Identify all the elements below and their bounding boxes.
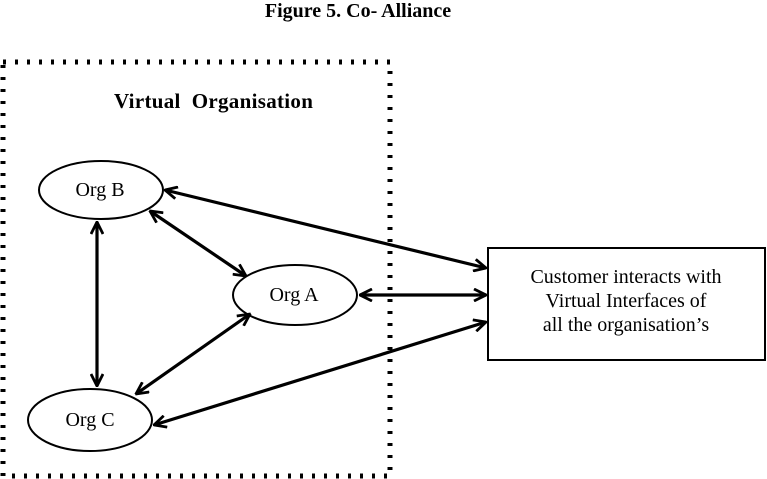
- arrow-orgc-orga: [136, 314, 250, 394]
- customer-box-text: Customer interacts with Virtual Interfac…: [488, 265, 764, 337]
- customer-text-line: Virtual Interfaces of: [545, 290, 707, 312]
- virtual-organisation-label: Virtual Organisation: [114, 89, 314, 113]
- arrow-orgb-orga: [150, 211, 246, 276]
- arrow-orgb-customer: [165, 190, 486, 268]
- org-b-label: Org B: [75, 179, 125, 201]
- figure-title: Figure 5. Co- Alliance: [264, 0, 452, 22]
- org-c-label: Org C: [65, 409, 115, 431]
- org-a-label: Org A: [269, 284, 319, 306]
- virtual-organisation-boundary: [0, 59, 393, 479]
- arrow-orgc-customer: [154, 322, 486, 425]
- customer-text-line: all the organisation’s: [542, 314, 710, 336]
- customer-box: [487, 247, 766, 361]
- customer-text-line: Customer interacts with: [530, 266, 722, 288]
